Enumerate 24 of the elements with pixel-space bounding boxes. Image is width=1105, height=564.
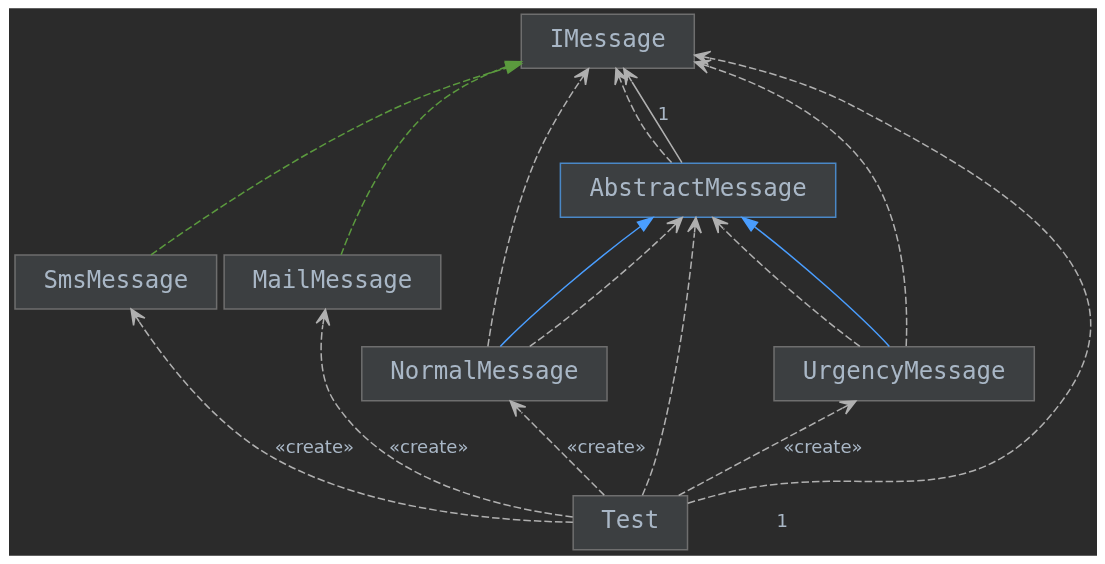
node-box: IMessage <box>520 13 695 70</box>
edge-label: «create» <box>566 435 646 457</box>
node-box: UrgencyMessage <box>772 345 1035 402</box>
edge-label: «create» <box>274 435 354 457</box>
arrow <box>641 216 702 496</box>
node-box: SmsMessage <box>13 254 217 310</box>
arrow <box>509 400 605 496</box>
node-box: AbstractMessage <box>559 162 836 219</box>
arrow <box>486 68 589 348</box>
node-box: Test <box>571 494 688 551</box>
arrow <box>677 400 857 497</box>
arrow <box>129 308 574 523</box>
edge-label: «create» <box>782 435 863 457</box>
edge-label: 1 <box>657 103 669 125</box>
arrow <box>315 308 573 518</box>
arrow <box>711 216 861 348</box>
arrow <box>686 50 1090 504</box>
arrow <box>528 216 683 348</box>
arrow <box>739 216 890 348</box>
arrow <box>499 216 655 348</box>
edge-label: «create» <box>388 435 468 457</box>
node-box: NormalMessage <box>360 345 608 402</box>
node-box: MailMessage <box>222 254 442 310</box>
label: 1 <box>776 510 788 532</box>
